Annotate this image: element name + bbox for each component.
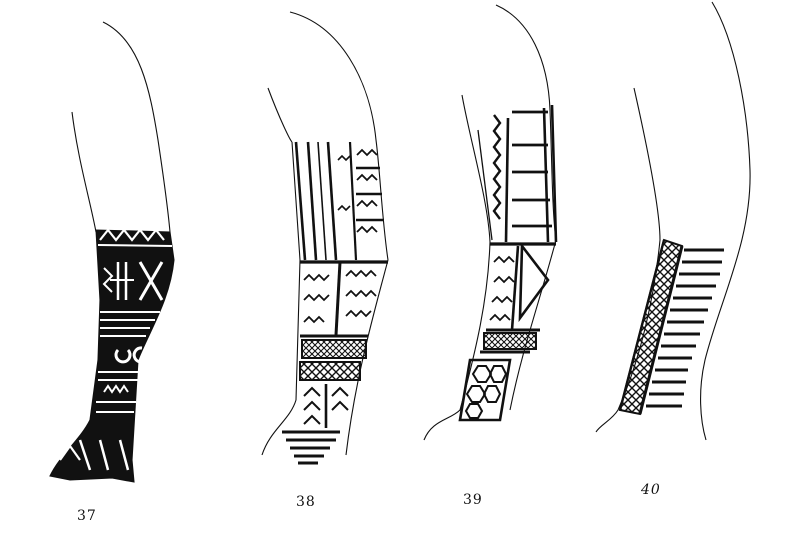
arm-figure-40 [595,1,751,441]
figure-label-39: 39 [463,492,483,508]
arm-figure-37 [49,21,175,483]
figure-label-37: 37 [77,508,97,524]
arm-figure-38 [261,11,389,465]
figure-label-40: 40 [641,482,661,498]
arm-figure-39 [423,4,558,441]
figure-label-38: 38 [296,494,316,510]
